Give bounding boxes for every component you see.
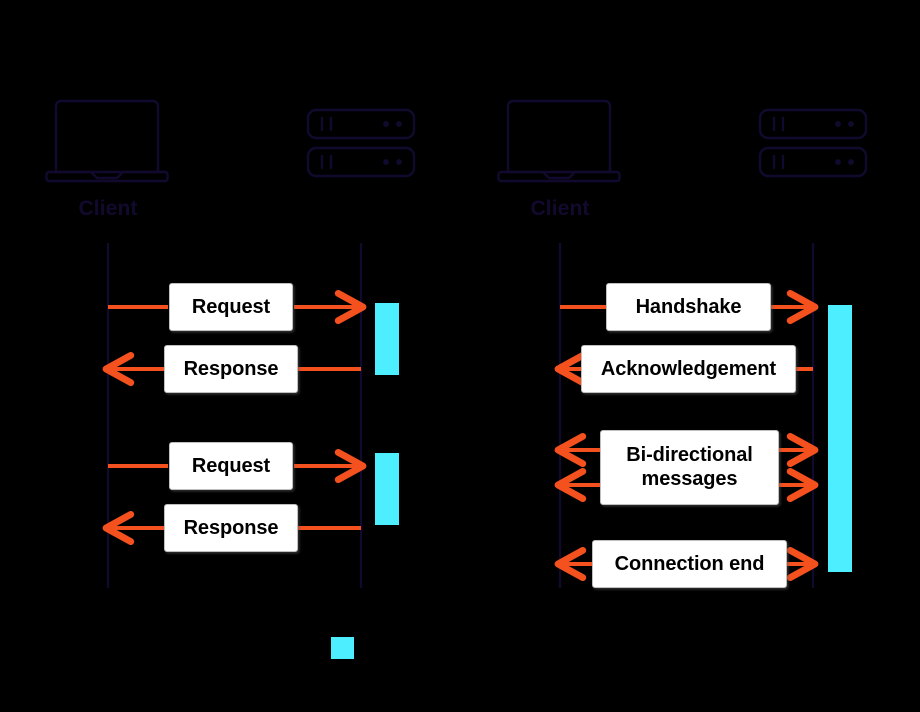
message-box-bidirectional[interactable]: Bi-directional messages <box>600 430 779 505</box>
laptop-icon <box>45 99 169 183</box>
message-box-acknowledgement[interactable]: Acknowledgement <box>581 345 796 393</box>
server-rack-icon <box>306 108 416 178</box>
message-box-response[interactable]: Response <box>164 345 298 393</box>
message-box-request[interactable]: Request <box>169 283 293 331</box>
activation-bar <box>375 303 399 375</box>
activation-bar <box>375 453 399 525</box>
message-box-connection-end[interactable]: Connection end <box>592 540 787 588</box>
message-box-handshake[interactable]: Handshake <box>606 283 771 331</box>
legend-activation-swatch <box>331 637 354 659</box>
server-rack-icon <box>758 108 868 178</box>
message-box-response[interactable]: Response <box>164 504 298 552</box>
laptop-icon <box>497 99 621 183</box>
actor-label-client-right: Client <box>530 197 590 220</box>
message-box-request[interactable]: Request <box>169 442 293 490</box>
activation-bar <box>828 305 852 572</box>
actor-label-client-left: Client <box>78 197 138 220</box>
